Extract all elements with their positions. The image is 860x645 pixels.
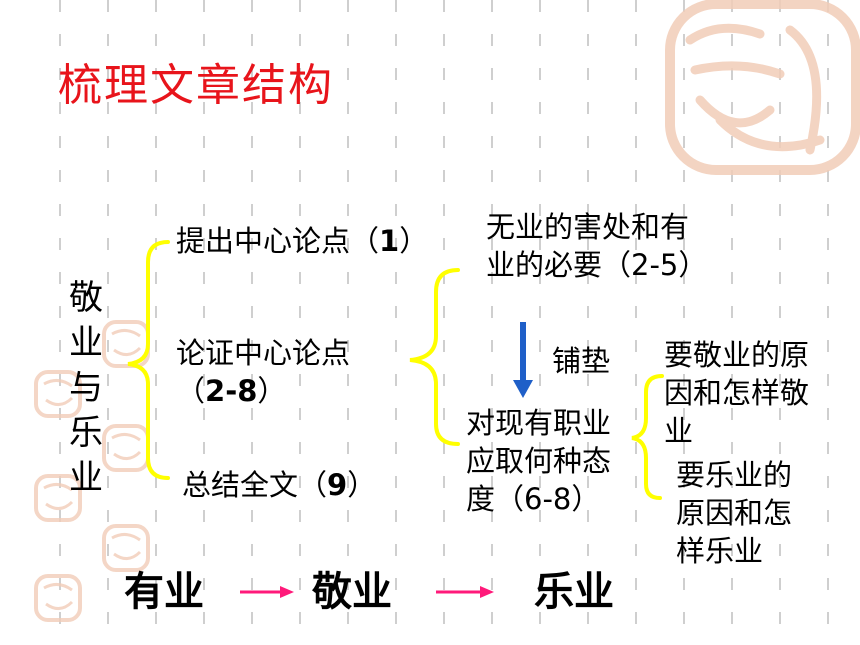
- seal-small-6: [34, 574, 82, 622]
- leaf-dedication: 要敬业的原 因和怎样敬 业: [664, 338, 810, 448]
- progression-step-2: 敬业: [312, 569, 392, 615]
- main-topic-char: 业: [69, 458, 103, 498]
- main-topic-char: 与: [69, 368, 103, 408]
- brace-attitude: [631, 374, 664, 500]
- flow-arrow-1: [240, 586, 294, 598]
- branch-summary: 总结全文（9）: [182, 468, 377, 502]
- brace-main: [127, 240, 170, 480]
- down-arrow: [513, 322, 533, 398]
- main-topic: 敬业与乐业: [66, 276, 106, 501]
- sub-branch-attitude: 对现有职业 应取何种态 度（6-8）: [466, 406, 612, 516]
- main-topic-char: 乐: [69, 413, 103, 453]
- connector-label: 铺垫: [552, 344, 611, 378]
- leaf-enjoyment: 要乐业的 原因和怎 样乐业: [676, 458, 793, 568]
- branch-propose-thesis: 提出中心论点（1）: [176, 224, 429, 258]
- seal-small-5: [102, 524, 150, 572]
- seal-small-4: [34, 474, 82, 522]
- seal-small-2: [34, 370, 82, 418]
- seal-large-top-right: [665, 0, 860, 175]
- main-topic-char: 业: [69, 323, 103, 363]
- sub-branch-unemployment-harm: 无业的害处和有 业的必要（2-5）: [486, 210, 708, 282]
- progression-step-3: 乐业: [534, 569, 614, 615]
- brace-argument: [409, 268, 460, 446]
- flow-arrow-2: [436, 586, 494, 598]
- progression-step-1: 有业: [124, 569, 204, 615]
- slide-title: 梳理文章结构: [58, 60, 334, 111]
- main-topic-char: 敬: [69, 278, 103, 318]
- branch-argue-thesis: 论证中心论点 （2-8）: [176, 336, 351, 408]
